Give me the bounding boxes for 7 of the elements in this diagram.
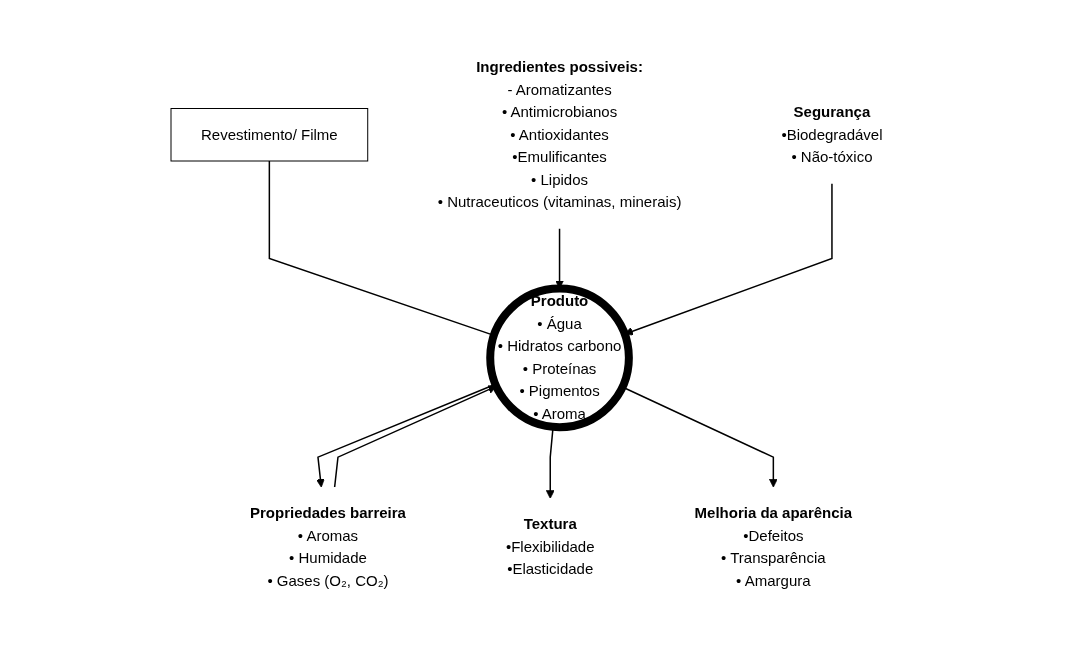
node-text: Melhoria da aparência •Defeitos • Transparência • Amargura	[694, 504, 852, 589]
node-text: Segurança •Biodegradável • Não-tóxico	[781, 102, 883, 165]
node-text: Propriedades barreira • Aromas • Humidade • Gases (O₂, CO₂)	[249, 504, 406, 589]
node-circle: Produto • Água • Hidratos carbono • Proteínas • Pigmentos • Aroma	[485, 284, 633, 432]
node-text: Textura •Flexibilidade •Elasticidade	[505, 515, 595, 578]
node-box: Revestimento/ Filme	[170, 107, 368, 162]
node-text: Ingredientes possiveis: - Aromatizantes • Antimicrobianos • Antioxidantes •Emulificantes • Lipidos • Nutraceuticos (vitaminas, minerais)	[437, 57, 682, 210]
